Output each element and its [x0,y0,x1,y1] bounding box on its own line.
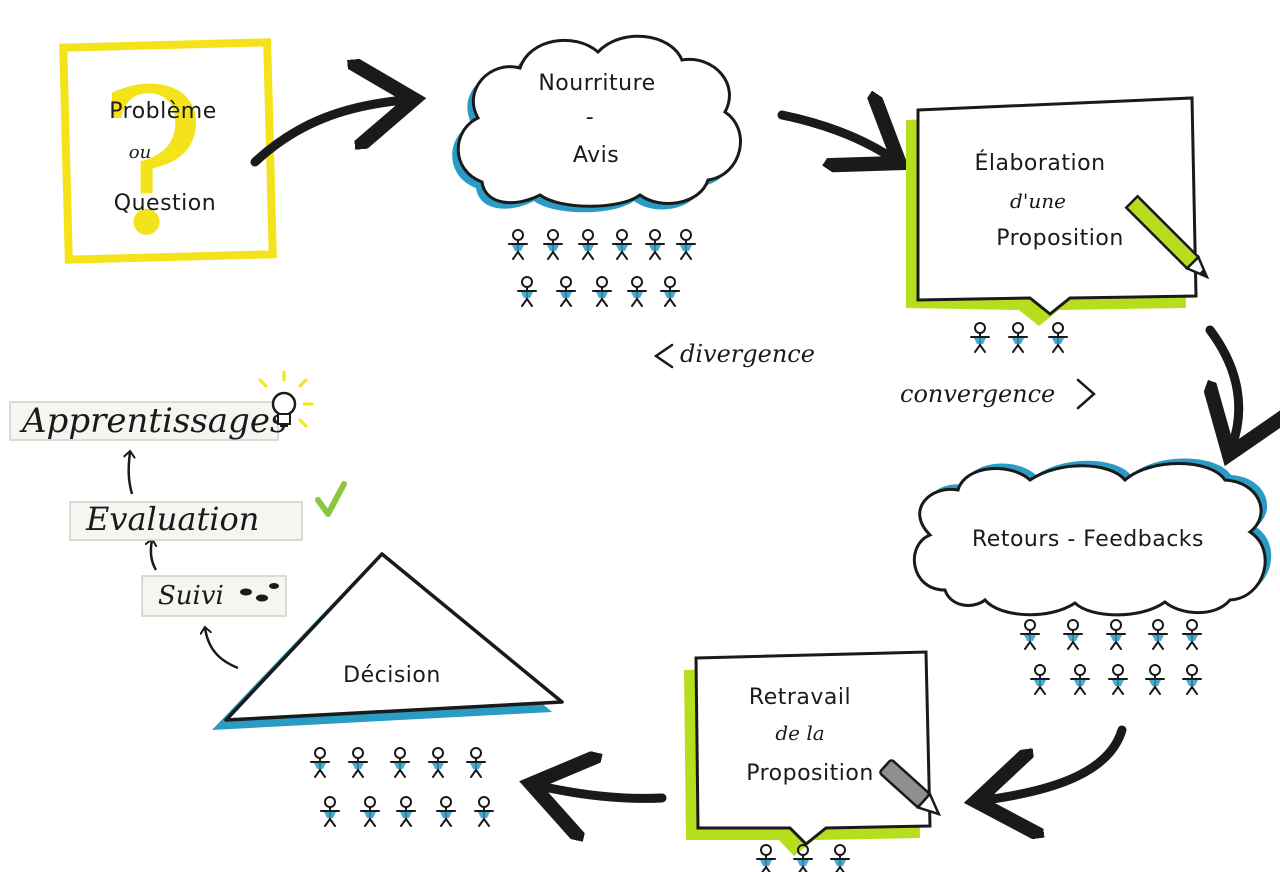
problem-node: ? Problème ou Question [59,38,277,280]
retravail-label-line2: de la [775,721,824,745]
suivi-label: Suivi [158,581,224,611]
retours-label: Retours - Feedbacks [972,527,1204,552]
question-mark-icon: ? [98,47,205,280]
elaboration-node: Élaboration d'une Proposition [906,96,1210,326]
suivi-step: Suivi [141,575,287,617]
footprints-icon [240,583,279,602]
divergence-label: divergence [680,340,815,368]
arrow-suivi-to-evaluation [151,540,156,571]
pen-icon [879,759,942,817]
evaluation-label: Evaluation [85,500,259,538]
nourriture-node: Nourriture - Avis [452,34,742,213]
arrow-problem-to-nourriture [250,100,405,167]
nourriture-label-line1: Nourriture [538,71,655,96]
arrow-elaboration-to-retours [1210,325,1239,446]
elaboration-group [970,322,1068,353]
retravail-node: Retravail de la Proposition [684,650,942,856]
retours-crowd [1020,619,1202,695]
elaboration-label-line3: Proposition [996,226,1124,251]
decision-crowd [310,747,494,827]
nourriture-crowd [508,229,696,307]
nourriture-label-line2: - [586,105,594,130]
apprentissages-label: Apprentissages [19,401,287,441]
retravail-group [756,844,850,872]
arrow-nourriture-to-elaboration [777,115,892,158]
retravail-label-line1: Retravail [749,685,851,710]
evaluation-step: Evaluation [69,481,347,541]
problem-label-line3: Question [114,191,216,216]
check-icon [315,481,347,517]
convergence-label: convergence [900,380,1055,408]
problem-label-line1: Problème [109,99,216,124]
nourriture-label-line3: Avis [573,143,619,168]
arrow-retours-to-retravail [985,725,1127,800]
decision-node: Décision [212,552,564,730]
problem-label-line2: ou [129,142,151,163]
divergence-marker: divergence [653,340,815,369]
apprentissages-step: Apprentissages [9,370,314,441]
convergence-marker: convergence [900,378,1096,410]
lightbulb-icon [258,370,314,428]
arrow-decision-to-suivi [205,628,239,670]
elaboration-label-line2: d'une [1010,189,1066,213]
decision-label: Décision [343,663,441,688]
retravail-label-line3: Proposition [746,761,874,786]
retours-node: Retours - Feedbacks [913,458,1272,617]
arrow-retravail-to-decision [540,786,667,798]
elaboration-label-line1: Élaboration [974,150,1105,176]
pencil-icon [1124,194,1210,280]
arrow-evaluation-to-apprentissages [129,452,132,495]
